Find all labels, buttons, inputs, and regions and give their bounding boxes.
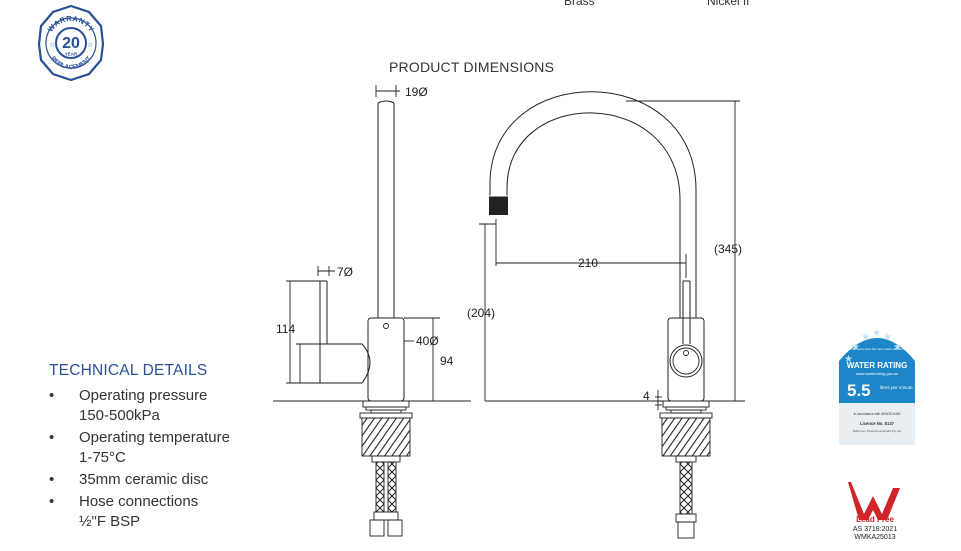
bullet: • bbox=[49, 387, 55, 404]
technical-details-title: TECHNICAL DETAILS bbox=[49, 362, 208, 379]
water-rating-website: www.waterrating.gov.au bbox=[856, 371, 898, 376]
lead-free-badge: Lead Free AS 3718:2021 WMKA25013 bbox=[848, 482, 900, 541]
lead-free-label: Lead Free bbox=[856, 515, 894, 524]
spec-label: Hose connections bbox=[79, 493, 199, 510]
star-icon: ★ bbox=[844, 354, 853, 365]
bullet: • bbox=[49, 429, 55, 446]
lead-free-code: WMKA25013 bbox=[854, 534, 895, 541]
list-item: • Hose connections ½"F BSP bbox=[47, 492, 289, 532]
lead-free-standard: AS 3718:2021 bbox=[853, 526, 897, 533]
spec-value: 1-75°C bbox=[79, 449, 126, 466]
water-rating-value: 5.5 bbox=[847, 381, 871, 400]
water-rating-badge: ★ ★ ★ ★ ★ ★ The more stars the more wate… bbox=[839, 328, 915, 445]
list-item: • Operating pressure 150-500kPa bbox=[47, 386, 289, 426]
water-rating-licence: Licence No. 8137 bbox=[860, 421, 895, 426]
bullet: • bbox=[49, 471, 55, 488]
spec-label: 35mm ceramic disc bbox=[79, 471, 209, 488]
dim-total-height: (345) bbox=[714, 242, 742, 256]
star-icon: ★ bbox=[851, 342, 860, 353]
spec-label: Operating pressure bbox=[79, 387, 208, 404]
header-material-left: Brass bbox=[564, 0, 595, 8]
dim-spout-clearance: (204) bbox=[467, 306, 495, 320]
list-item: • Operating temperature 1-75°C bbox=[47, 428, 289, 468]
star-icon: ★ bbox=[861, 332, 870, 343]
water-rating-note: The more stars the more water efficient bbox=[851, 347, 903, 351]
list-item: • 35mm ceramic disc bbox=[47, 470, 289, 490]
water-rating-accordance: In accordance with AS/NZS 6400 bbox=[854, 412, 901, 416]
star-icon: ★ bbox=[893, 342, 902, 353]
technical-details-list: • Operating pressure 150-500kPa • Operat… bbox=[47, 386, 289, 534]
dim-handle-diameter: 7Ø bbox=[337, 265, 353, 279]
dimensions-title: PRODUCT DIMENSIONS bbox=[389, 59, 555, 75]
star-icon: ★ bbox=[883, 332, 892, 343]
warranty-years: 20 bbox=[62, 35, 80, 52]
dim-spout-diameter: 19Ø bbox=[405, 85, 428, 99]
warranty-unit: YEAR bbox=[65, 52, 78, 57]
spec-value: ½"F BSP bbox=[79, 513, 141, 530]
star-icon: ☆ bbox=[49, 41, 55, 49]
warranty-badge: WARRANTY REPLACEMENT 20 YEAR ☆ ☆ bbox=[37, 4, 105, 82]
water-rating-company: Bathroom Products Australia Pty Ltd bbox=[853, 429, 902, 433]
dim-base-gap: 4 bbox=[643, 389, 650, 403]
star-icon: ☆ bbox=[87, 41, 93, 49]
spec-value: 150-500kPa bbox=[79, 407, 160, 424]
dim-handle-height: 114 bbox=[276, 322, 295, 336]
watermark-icon bbox=[848, 482, 900, 520]
bullet: • bbox=[49, 493, 55, 510]
water-rating-label: WATER RATING bbox=[847, 361, 908, 370]
dim-body-diameter: 40Ø bbox=[416, 334, 439, 348]
water-rating-unit: litres per minute bbox=[880, 385, 913, 390]
header-material-right: Nickel fi bbox=[707, 0, 750, 8]
star-icon: ★ bbox=[872, 328, 881, 339]
spec-label: Operating temperature bbox=[79, 429, 230, 446]
dim-reach: 210 bbox=[578, 256, 598, 270]
dim-body-height: 94 bbox=[440, 354, 454, 368]
